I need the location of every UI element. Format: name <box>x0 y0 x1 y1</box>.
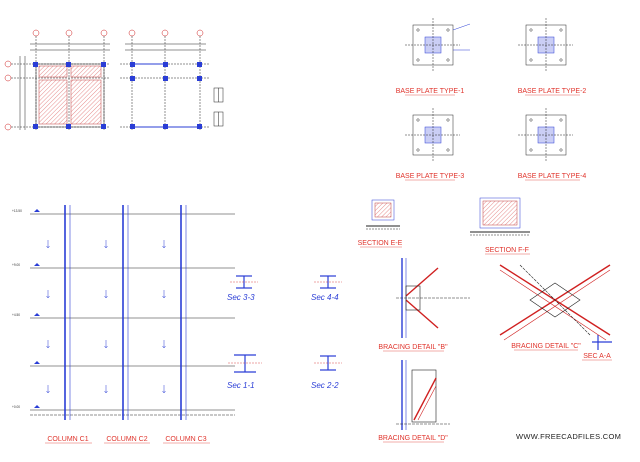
section-4-4-title: Sec 4-4 <box>311 293 339 302</box>
bracing-detail-c-title: BRACING DETAIL "C" <box>511 343 581 350</box>
section-3-3-title: Sec 3-3 <box>227 293 255 302</box>
base-plate-type-3-title: BASE PLATE TYPE-3 <box>396 173 465 180</box>
level-label-3: +4.50 <box>12 313 20 317</box>
section-a-a-title: SEC A-A <box>583 353 611 360</box>
base-plate-type-2 <box>518 18 573 72</box>
column-c1-title: COLUMN C1 <box>47 436 88 443</box>
floor-plan-left <box>4 29 110 131</box>
level-label-4: +0.00 <box>12 405 20 409</box>
section-2-2-title: Sec 2-2 <box>311 381 339 390</box>
section-f-f-drawing <box>470 197 530 236</box>
base-plate-type-1 <box>405 18 471 72</box>
section-1-1-title: Sec 1-1 <box>227 381 255 390</box>
base-plate-type-3 <box>405 108 460 162</box>
bracing-detail-b-title: BRACING DETAIL "B" <box>378 344 448 351</box>
bracing-detail-b-drawing <box>396 258 470 338</box>
section-3-3-drawing <box>230 275 258 289</box>
level-label-1: +13.50 <box>12 209 22 213</box>
section-f-f-title: SECTION F-F <box>485 247 529 254</box>
section-4-4-drawing <box>314 275 342 289</box>
section-e-e-drawing <box>366 199 400 230</box>
base-plate-type-2-title: BASE PLATE TYPE-2 <box>518 88 587 95</box>
bracing-detail-c-drawing <box>499 264 611 341</box>
base-plate-type-1-title: BASE PLATE TYPE-1 <box>396 88 465 95</box>
watermark-text: WWW.FREECADFILES.COM <box>516 432 622 441</box>
bracing-detail-d-title: BRACING DETAIL "D" <box>378 435 448 442</box>
section-a-a-drawing <box>592 335 612 350</box>
foundation-plan <box>120 29 224 130</box>
column-c3-title: COLUMN C3 <box>165 436 206 443</box>
bracing-detail-d-drawing <box>396 360 450 430</box>
section-1-1-drawing <box>228 354 262 373</box>
base-plate-type-4 <box>518 108 573 162</box>
column-c2-title: COLUMN C2 <box>106 436 147 443</box>
section-2-2-drawing <box>314 355 342 371</box>
base-plate-type-4-title: BASE PLATE TYPE-4 <box>518 173 587 180</box>
level-label-2: +9.00 <box>12 263 20 267</box>
section-e-e-title: SECTION E-E <box>358 240 403 247</box>
frame-elevation <box>30 205 235 420</box>
